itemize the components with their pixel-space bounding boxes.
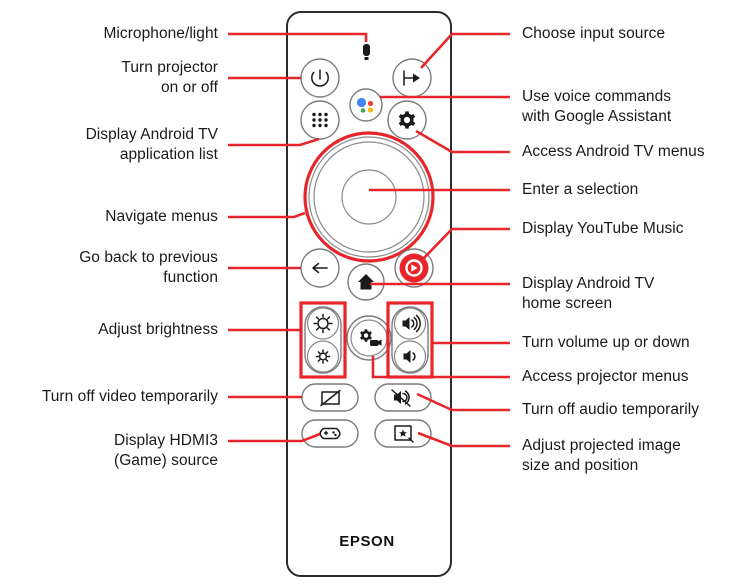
microphone-light-indicator [363, 44, 370, 60]
image-adjust-button [374, 419, 432, 448]
callout-home: Display Android TV home screen [522, 275, 655, 312]
callout-navigate-menus: Navigate menus [105, 208, 218, 225]
callout-image-adjust: Adjust projected image size and position [522, 437, 681, 474]
mute-button [374, 383, 432, 412]
enter-button [341, 169, 397, 225]
apps-button [300, 100, 340, 140]
leader-mute [416, 392, 510, 412]
callout-input-source: Choose input source [522, 25, 666, 42]
leader-android-settings [415, 129, 510, 154]
callout-power: Turn projector on or off [121, 59, 218, 96]
brightness-up-button [306, 307, 340, 340]
back-button [300, 248, 340, 288]
epson-logo: EPSON [339, 533, 395, 550]
callout-back: Go back to previous function [79, 249, 218, 286]
callout-mute: Turn off audio temporarily [522, 401, 700, 418]
android-settings-button [387, 100, 427, 140]
leader-input-source [420, 32, 510, 69]
game-source-button [301, 419, 359, 448]
navigation-wheel [303, 131, 435, 263]
callout-microphone-light: Microphone/light [103, 25, 218, 42]
callout-volume: Turn volume up or down [522, 334, 690, 351]
callout-youtube-music: Display YouTube Music [522, 220, 684, 237]
leader-game-source [228, 432, 321, 443]
volume-down-button [393, 340, 427, 373]
leader-youtube-music [422, 227, 510, 260]
leader-microphone-light [228, 32, 368, 42]
leader-image-adjust [417, 431, 510, 448]
volume-button-group [386, 301, 434, 379]
callout-brightness: Adjust brightness [98, 321, 218, 338]
power-button [300, 58, 340, 98]
blank-video-button [301, 383, 359, 412]
leader-apps [228, 137, 320, 147]
brightness-down-button [306, 340, 340, 373]
callout-projector-menu: Access projector menus [522, 368, 689, 385]
callout-android-settings: Access Android TV menus [522, 143, 705, 160]
callout-apps: Display Android TV application list [85, 126, 218, 163]
google-assistant-button [349, 88, 383, 122]
callout-game-source: Display HDMI3 (Game) source [113, 432, 218, 469]
leader-navigate-menus [228, 211, 306, 219]
volume-up-button [393, 307, 427, 340]
projector-menu-button [346, 315, 392, 361]
leader-projector-menu [371, 356, 510, 379]
brightness-button-group [299, 301, 347, 379]
home-button [347, 263, 385, 301]
callout-google-assistant: Use voice commands with Google Assistant [522, 88, 672, 125]
callout-enter-selection: Enter a selection [522, 181, 639, 198]
callout-blank-video: Turn off video temporarily [41, 388, 218, 405]
